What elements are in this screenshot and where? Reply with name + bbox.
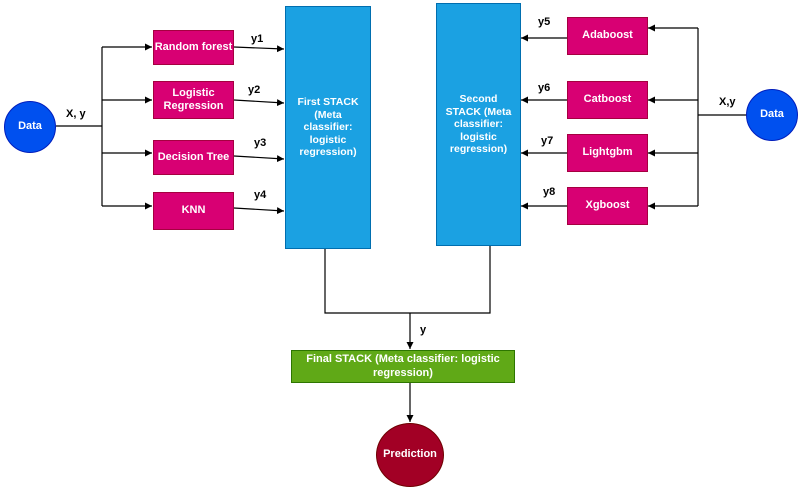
model-decision-tree-label: Decision Tree: [157, 150, 230, 163]
model-decision-tree: Decision Tree: [153, 140, 234, 175]
second-stack-label: Second STACK (Meta classifier: logistic …: [445, 93, 512, 156]
model-logistic-regression-label: Logistic Regression: [163, 86, 224, 112]
model-knn-label: KNN: [181, 204, 206, 217]
model-xgboost-label: Xgboost: [585, 199, 630, 212]
data-node-right-label: Data: [760, 108, 784, 121]
output-label-y3: y3: [254, 137, 267, 149]
first-stack-label: First STACK (Meta classifier: logistic r…: [297, 96, 359, 159]
output-label-y4: y4: [254, 189, 267, 201]
model-random-forest: Random forest: [153, 30, 234, 65]
edge-y1: [233, 45, 285, 53]
edge-y3: [233, 155, 285, 163]
edge-stacks-join: [324, 246, 491, 314]
final-stack: Final STACK (Meta classifier: logistic r…: [291, 350, 515, 383]
data-node-right: Data: [746, 89, 798, 141]
model-adaboost: Adaboost: [567, 17, 648, 55]
model-catboost-label: Catboost: [583, 93, 632, 106]
model-logistic-regression: Logistic Regression: [153, 81, 234, 119]
model-adaboost-label: Adaboost: [582, 29, 633, 42]
model-catboost: Catboost: [567, 81, 648, 119]
final-input-label-y: y: [420, 324, 427, 336]
edge-y2: [233, 99, 285, 107]
model-knn: KNN: [153, 192, 234, 230]
prediction-node: Prediction: [376, 423, 444, 487]
output-label-y7: y7: [541, 135, 554, 147]
edge-label-right-xy: X,y: [719, 96, 736, 108]
edge-label-left-xy: X, y: [66, 108, 86, 120]
model-lightgbm-label: Lightgbm: [582, 146, 633, 159]
second-stack: Second STACK (Meta classifier: logistic …: [436, 3, 521, 246]
output-label-y6: y6: [538, 82, 551, 94]
output-label-y1: y1: [251, 33, 264, 45]
prediction-node-label: Prediction: [383, 448, 437, 461]
output-label-y8: y8: [543, 186, 556, 198]
final-stack-label: Final STACK (Meta classifier: logistic r…: [306, 353, 500, 379]
edge-y4: [233, 207, 285, 215]
model-xgboost: Xgboost: [567, 187, 648, 225]
data-node-left-label: Data: [18, 120, 42, 133]
output-label-y5: y5: [538, 16, 551, 28]
output-label-y2: y2: [248, 84, 261, 96]
first-stack: First STACK (Meta classifier: logistic r…: [285, 6, 371, 249]
model-lightgbm: Lightgbm: [567, 134, 648, 172]
data-node-left: Data: [4, 101, 56, 153]
model-random-forest-label: Random forest: [154, 40, 233, 53]
